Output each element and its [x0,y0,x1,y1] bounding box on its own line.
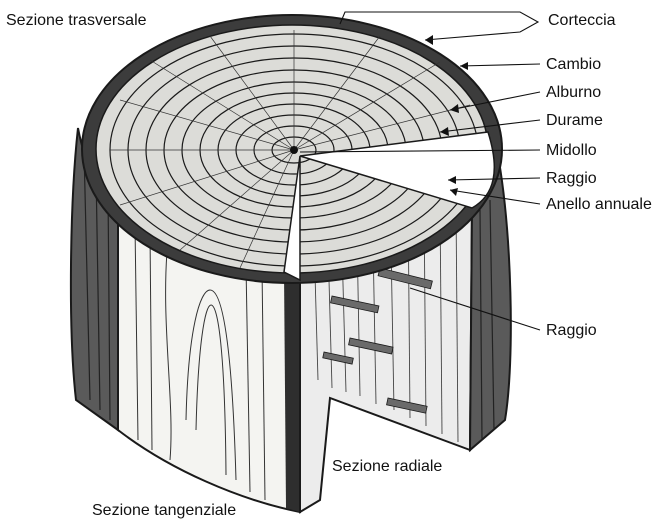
label-bark: Corteccia [548,12,616,30]
label-pith: Midollo [546,142,597,160]
label-tangential-section: Sezione tangenziale [92,502,236,520]
label-cross-section: Sezione trasversale [6,12,147,30]
tangential-edge-shadow [284,272,300,512]
label-cambium: Cambio [546,56,601,74]
label-heartwood: Durame [546,112,603,130]
label-annual-ring: Anello annuale [546,196,652,214]
label-ray-lower: Raggio [546,322,597,340]
label-sapwood: Alburno [546,84,601,102]
label-ray-top: Raggio [546,170,597,188]
leader-cambio [460,64,540,66]
pith-dot [290,146,298,154]
label-radial-section: Sezione radiale [332,458,442,476]
